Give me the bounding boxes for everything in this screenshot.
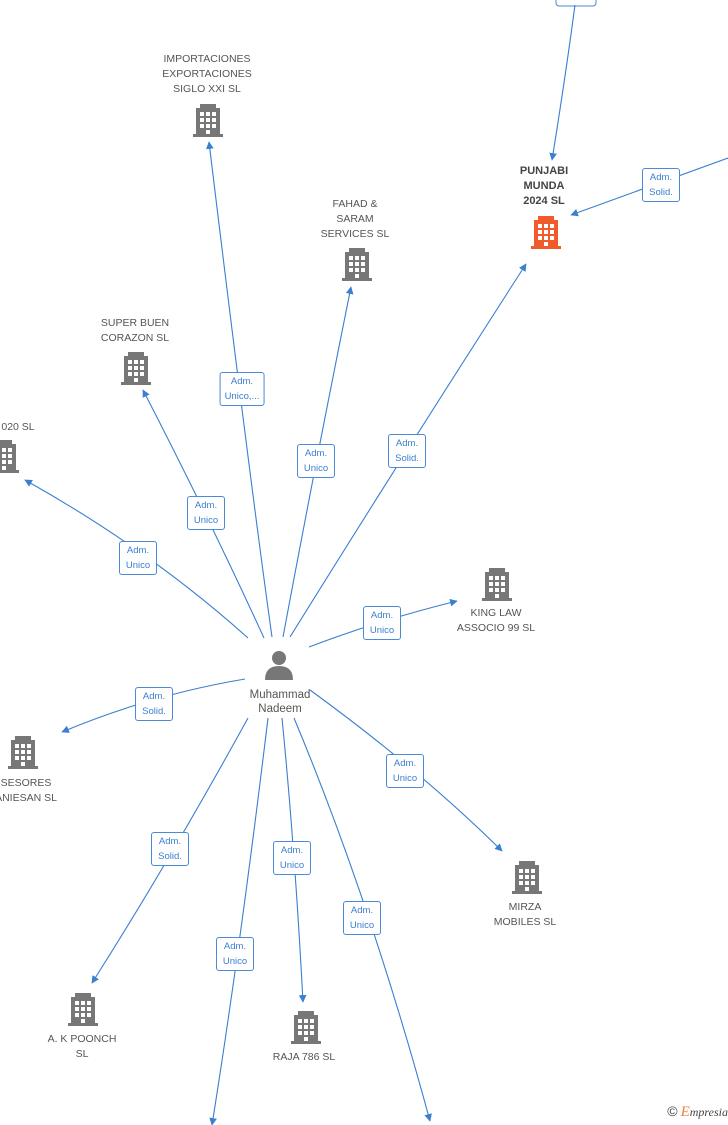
edge-label-offscreen-bottom-left[interactable]: Adm. Unico xyxy=(216,937,254,971)
edge-label-asesores[interactable]: Adm. Solid. xyxy=(135,687,173,721)
company-label-akpoonch[interactable]: A. K POONCH SL xyxy=(47,1033,117,1060)
company-label-raja[interactable]: RAJA 786 SL xyxy=(272,1051,336,1063)
building-icon-akpoonch[interactable] xyxy=(68,993,98,1026)
person-name[interactable]: Muhammad Nadeem xyxy=(249,689,311,715)
edge-label-kinglaw[interactable]: Adm. Unico xyxy=(363,606,401,640)
building-icon-kinglaw[interactable] xyxy=(482,568,512,601)
edge-label-fahad[interactable]: Adm. Unico xyxy=(297,444,335,478)
edge-label-punjabi[interactable]: Adm. Solid. xyxy=(388,434,426,468)
company-label-fahad[interactable]: FAHAD & SARAM SERVICES SL xyxy=(320,198,390,240)
edge-label-superbuen[interactable]: Adm. Unico xyxy=(187,496,225,530)
building-icon-fahad[interactable] xyxy=(342,248,372,281)
building-icon-raja[interactable] xyxy=(291,1011,321,1044)
company-label-importaciones[interactable]: IMPORTACIONES EXPORTACIONES SIGLO XXI SL xyxy=(162,53,252,95)
company-label-asesores[interactable]: SESORES ANIESAN SL xyxy=(0,777,57,804)
building-icon-superbuen[interactable] xyxy=(121,352,151,385)
offscreen-edge-label-top xyxy=(555,0,597,7)
brand-footer: © Empresia xyxy=(667,1103,728,1121)
edge-label-c2020[interactable]: Adm. Unico xyxy=(119,541,157,575)
building-icon-punjabi[interactable] xyxy=(531,216,561,249)
edge-to-importaciones xyxy=(206,141,273,638)
edge-to-offscreen-bottom-left xyxy=(209,717,269,1125)
edge-label-punjabi-from-right[interactable]: Adm. Solid. xyxy=(642,168,680,202)
company-label-kinglaw[interactable]: KING LAW ASSOCIO 99 SL xyxy=(456,607,536,634)
building-icon-c2020[interactable] xyxy=(0,440,19,473)
edge-to-punjabi-from-top xyxy=(549,4,576,161)
edge-label-raja[interactable]: Adm. Unico xyxy=(273,841,311,875)
person-icon[interactable] xyxy=(265,651,293,680)
brand-initial: E xyxy=(680,1104,690,1120)
company-label-mirza[interactable]: MIRZA MOBILES SL xyxy=(493,901,557,928)
building-icon-asesores[interactable] xyxy=(8,736,38,769)
edge-label-akpoonch[interactable]: Adm. Solid. xyxy=(151,832,189,866)
edge-label-offscreen-bottom-right[interactable]: Adm. Unico xyxy=(343,901,381,935)
company-label-punjabi[interactable]: PUNJABI MUNDA 2024 SL xyxy=(519,165,569,207)
company-label-superbuen[interactable]: SUPER BUEN CORAZON SL xyxy=(100,317,170,344)
edge-label-mirza[interactable]: Adm. Unico xyxy=(386,754,424,788)
copyright-symbol: © xyxy=(667,1103,678,1119)
brand-name: mpresia xyxy=(689,1105,728,1119)
edge-label-importaciones[interactable]: Adm. Unico,... xyxy=(219,372,265,406)
company-label-c2020[interactable]: 020 SL xyxy=(1,421,35,433)
building-icon-mirza[interactable] xyxy=(512,861,542,894)
building-icon-importaciones[interactable] xyxy=(193,104,223,137)
